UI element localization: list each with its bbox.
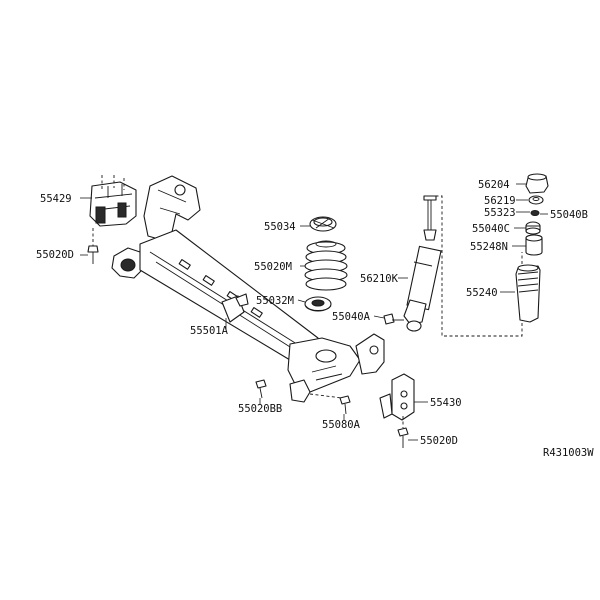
coil-spring-55020m[interactable] <box>304 240 348 291</box>
mount-55248n[interactable] <box>525 234 543 256</box>
label-55248n: 55248N <box>470 241 508 253</box>
label-55080a: 55080A <box>322 419 361 431</box>
bracket-55429[interactable] <box>89 181 137 227</box>
part-55323[interactable] <box>530 210 540 216</box>
label-56204: 56204 <box>478 179 510 191</box>
dash-shock-group <box>430 195 523 337</box>
label-55501a: 55501A <box>190 325 229 337</box>
bolt-55020d-left[interactable] <box>87 228 99 264</box>
shock-absorber-56210k[interactable] <box>403 195 442 332</box>
label-56210k: 56210K <box>360 273 399 285</box>
label-55323: 55323 <box>484 207 516 219</box>
label-55040a: 55040A <box>332 311 371 323</box>
label-55020bb: 55020BB <box>238 403 282 415</box>
label-55430: 55430 <box>430 397 462 409</box>
label-55040c: 55040C <box>472 223 510 235</box>
label-55020m: 55020M <box>254 261 292 273</box>
dash-55429 <box>101 175 125 190</box>
dust-boot-55240[interactable] <box>515 264 541 323</box>
label-55240: 55240 <box>466 287 498 299</box>
leader-55032m <box>297 299 306 303</box>
label-55020d-left: 55020D <box>36 249 74 261</box>
diagram-code: R431003W <box>543 447 594 459</box>
label-55032m: 55032M <box>256 295 294 307</box>
spring-seat-55032m[interactable] <box>304 296 332 312</box>
bolt-55020d-right[interactable] <box>397 416 409 448</box>
label-55040b: 55040B <box>550 209 588 221</box>
label-55020d-right: 55020D <box>420 435 458 447</box>
rear-axle-beam-55501a[interactable] <box>111 175 385 403</box>
bound-bumper-56204[interactable] <box>525 173 549 194</box>
bushing-55040c[interactable] <box>525 221 541 235</box>
bolt-55080a[interactable] <box>309 393 351 415</box>
bolt-55040a[interactable] <box>383 313 404 325</box>
label-55429: 55429 <box>40 193 72 205</box>
label-56219: 56219 <box>484 195 516 207</box>
label-55034: 55034 <box>264 221 296 233</box>
leader-55040a <box>373 315 385 319</box>
bolt-55020bb[interactable] <box>255 379 267 399</box>
washer-56219[interactable] <box>528 195 544 205</box>
spring-seat-55034[interactable] <box>309 216 337 232</box>
bracket-55430[interactable] <box>379 373 415 421</box>
